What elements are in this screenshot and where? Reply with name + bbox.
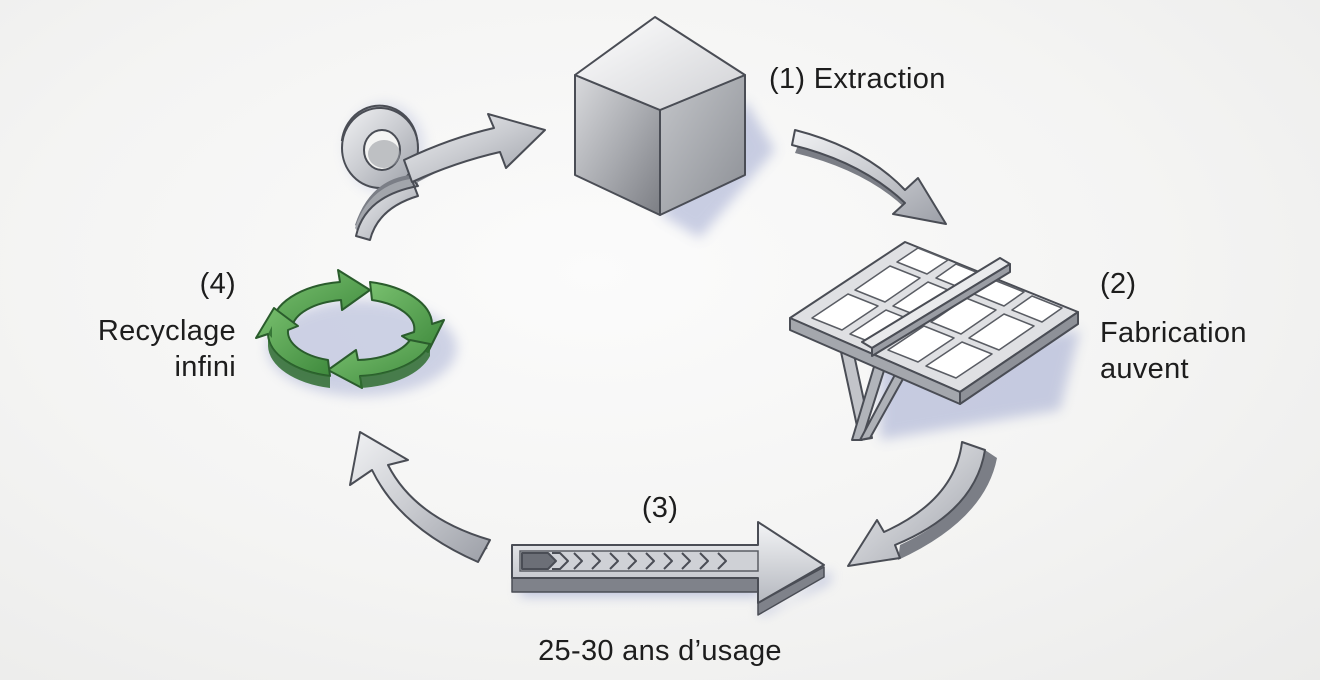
stage-1-title: Extraction — [813, 63, 946, 95]
progress-arrow-icon — [511, 521, 830, 616]
stage-4-title-line2: infini — [174, 351, 236, 383]
stage-3-caption: 25-30 ans d’usage — [538, 635, 782, 667]
recycle-icon — [255, 269, 457, 396]
stage-4-title-line1: Recyclage — [97, 315, 236, 347]
stage-3-number: (3) — [641, 492, 679, 524]
stage-4-number: (4) — [199, 268, 236, 300]
stage-2-number: (2) — [1100, 268, 1137, 300]
stage-2-title-line1: Fabrication — [1100, 317, 1247, 349]
arrow-usage-to-recyclage — [349, 431, 491, 563]
arrow-fabrication-to-usage — [847, 441, 997, 567]
metal-cube-icon — [574, 16, 775, 238]
arrow-extraction-to-fabrication — [791, 129, 947, 225]
stage-1-label: (1) Extraction — [769, 61, 946, 97]
canopy-frame-icon — [789, 241, 1080, 441]
stage-2-title-line2: auvent — [1100, 353, 1189, 385]
stage-1-number: (1) — [769, 63, 806, 95]
coil-arrow-icon — [340, 103, 546, 241]
